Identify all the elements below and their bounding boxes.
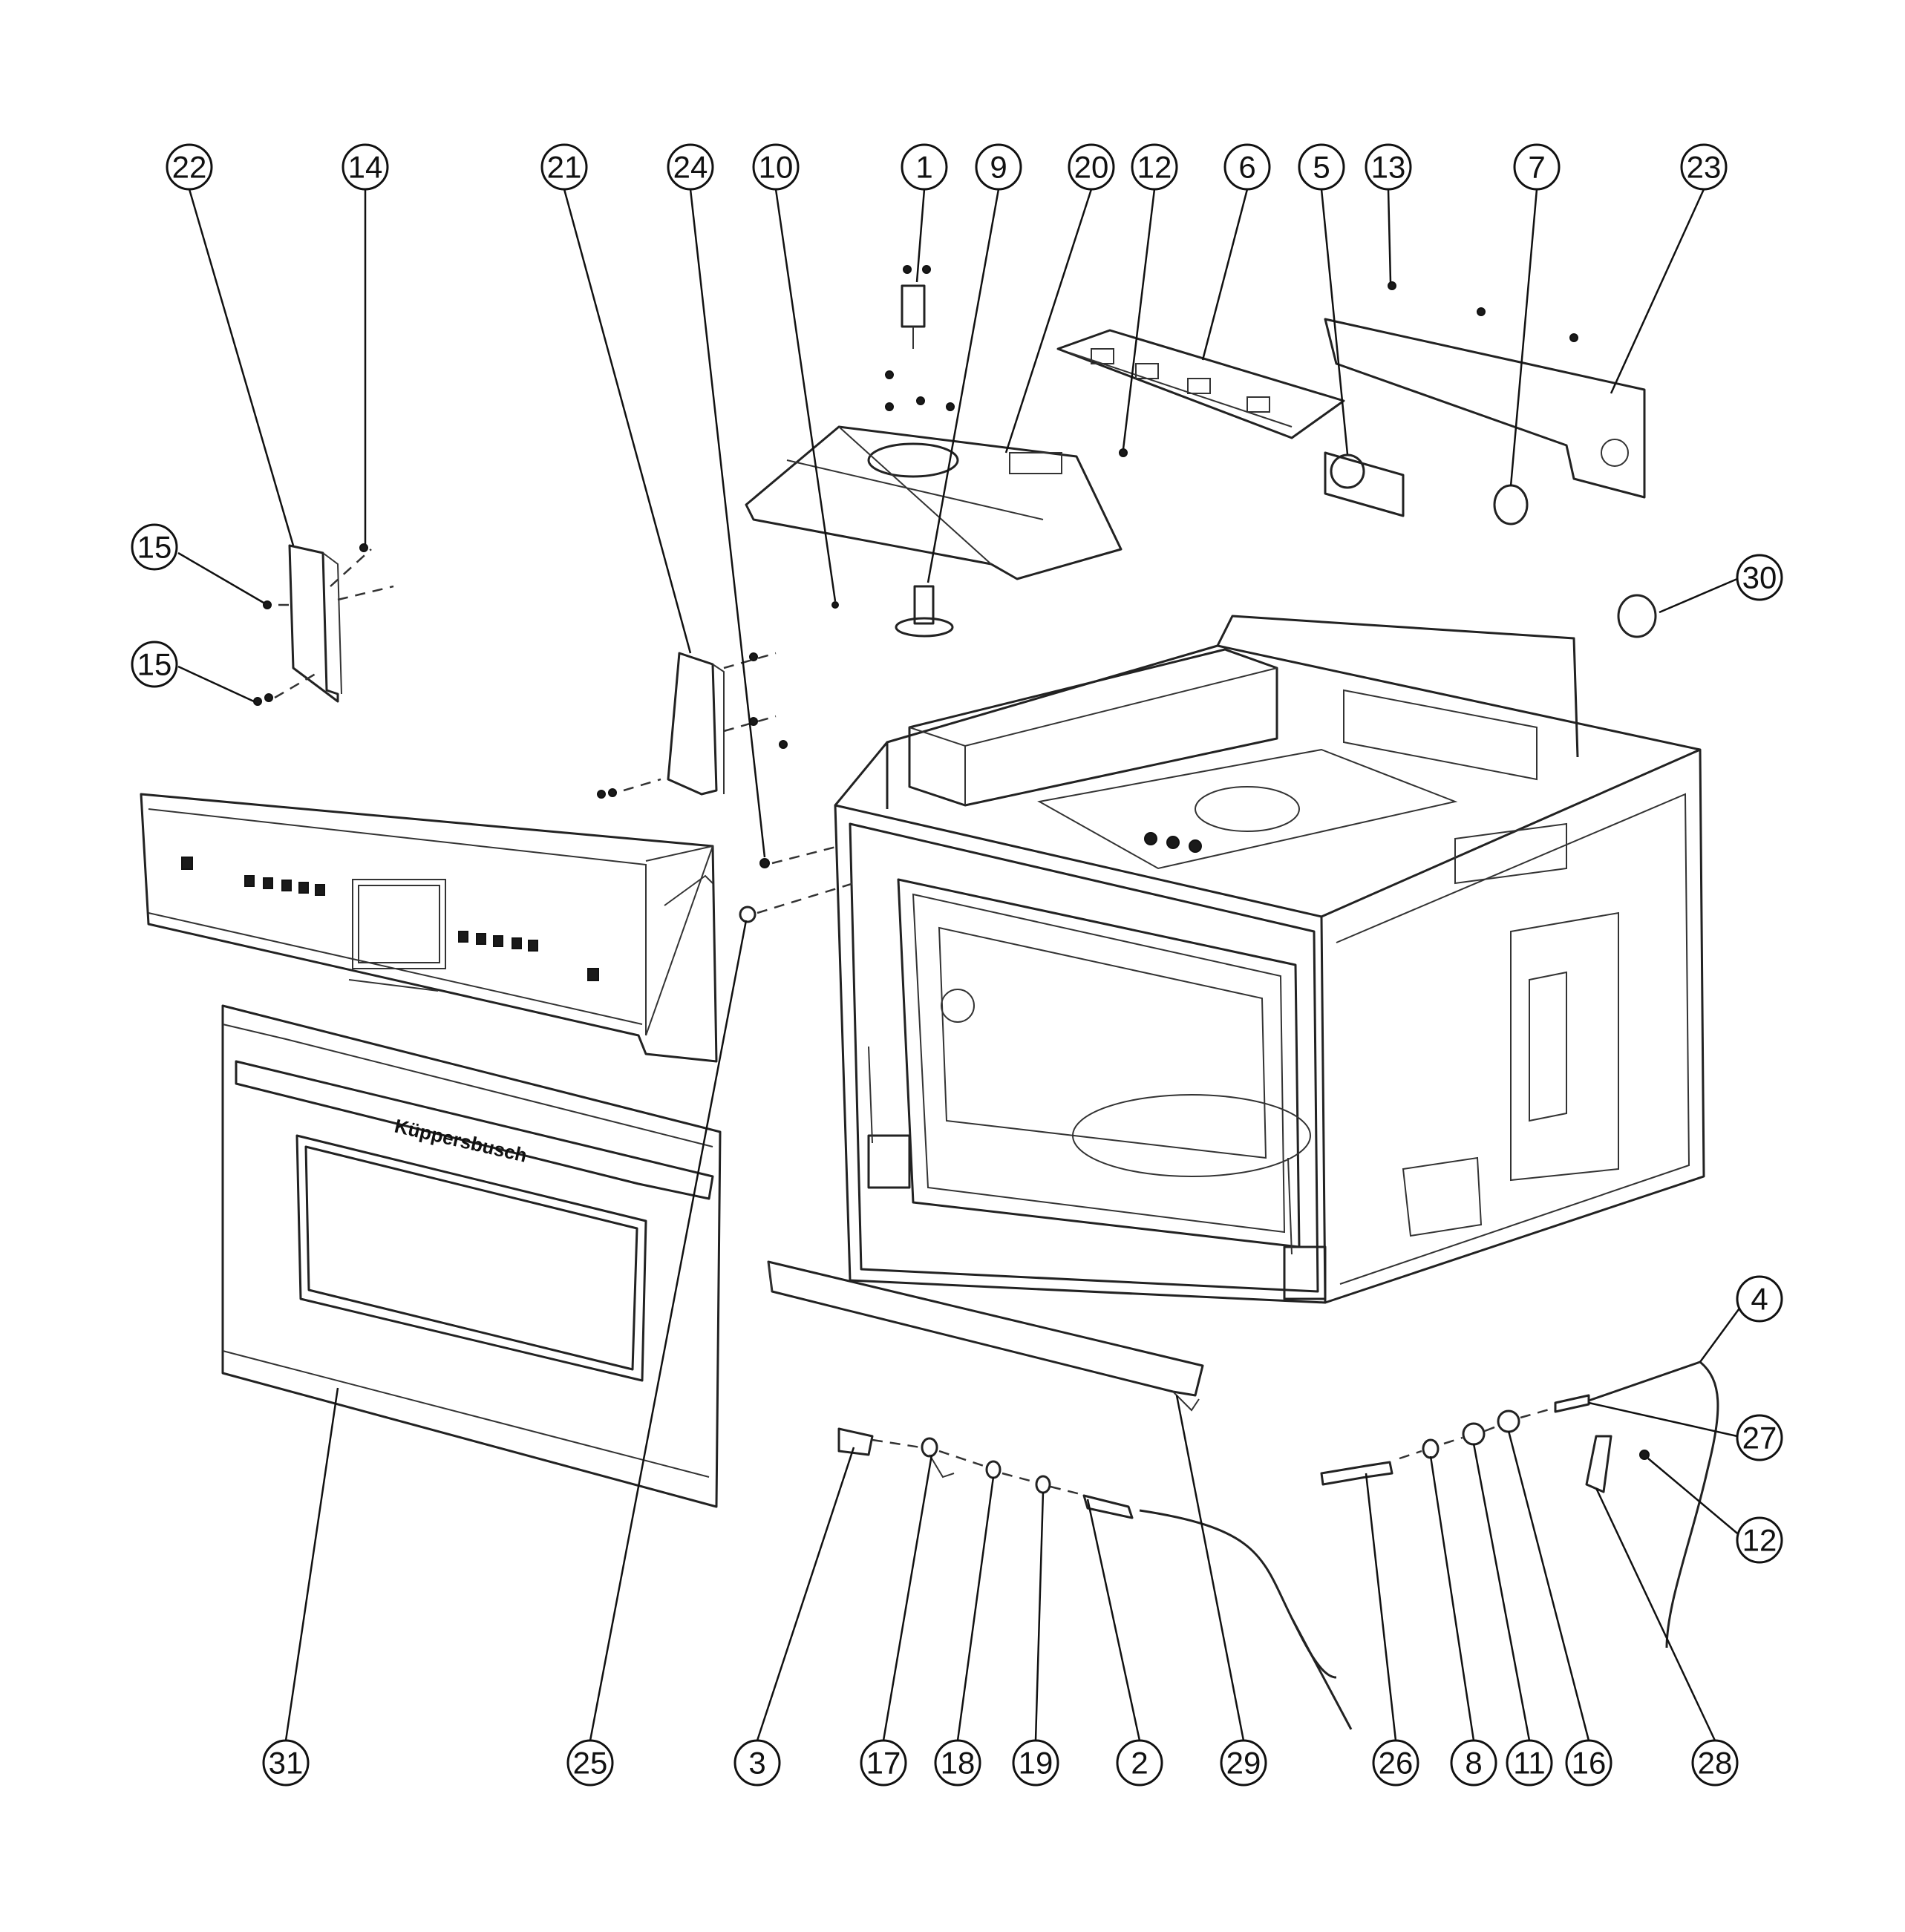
callout-19: 19 [1012,1739,1059,1787]
callout-11: 11 [1506,1739,1553,1787]
callout-label: 11 [1513,1746,1546,1781]
callout-31: 31 [262,1739,310,1787]
callout-label: 25 [573,1746,608,1781]
oven-door: Küppersbusch [221,1004,722,1508]
callout-label: 26 [1379,1746,1414,1781]
callout-27: 27 [1736,1414,1783,1461]
callout-label: 16 [1572,1746,1607,1781]
callout-1: 1 [901,143,948,191]
callout-14: 14 [342,143,389,191]
callout-label: 6 [1238,150,1255,185]
callout-label: 10 [759,150,794,185]
callout-6: 6 [1223,143,1271,191]
callout-label: 7 [1528,150,1545,185]
callout-label: 17 [866,1746,901,1781]
callout-12-top: 12 [1131,143,1178,191]
callout-label: 12 [1137,150,1172,185]
callout-7: 7 [1513,143,1561,191]
drip-tray [767,1260,1204,1412]
callout-label: 31 [269,1746,304,1781]
callout-label: 30 [1742,560,1777,595]
callout-18: 18 [934,1739,981,1787]
callout-10: 10 [752,143,800,191]
brand-logo-text: Küppersbusch [393,1115,529,1167]
callout-5: 5 [1298,143,1345,191]
callout-16: 16 [1565,1739,1612,1787]
oven-body [834,615,1705,1304]
callout-2: 2 [1116,1739,1163,1787]
callout-4: 4 [1736,1275,1783,1323]
callout-label: 5 [1313,150,1330,185]
callout-label: 27 [1742,1421,1777,1455]
callout-label: 12 [1742,1523,1777,1558]
callout-label: 28 [1698,1746,1733,1781]
callout-30: 30 [1736,554,1783,601]
callout-label: 13 [1371,150,1406,185]
callout-label: 20 [1074,150,1109,185]
callout-12-right: 12 [1736,1516,1783,1564]
hinge-brackets [253,543,855,923]
callout-label: 23 [1687,150,1722,185]
callout-label: 9 [990,150,1007,185]
callout-label: 21 [547,150,582,185]
callout-15-upper: 15 [131,523,178,571]
callout-label: 15 [137,530,172,565]
callout-29: 29 [1220,1739,1267,1787]
callout-8: 8 [1450,1739,1497,1787]
callout-label: 18 [941,1746,976,1781]
parts-top [831,265,1657,638]
callout-label: 4 [1751,1282,1768,1317]
callout-label: 3 [748,1746,765,1781]
callout-3: 3 [733,1739,781,1787]
callout-17: 17 [860,1739,907,1787]
top-cover [745,425,1123,580]
callout-20: 20 [1068,143,1115,191]
callout-label: 24 [673,150,708,185]
probe-parts [837,1360,1719,1730]
callout-label: 1 [915,150,932,185]
callout-label: 14 [348,150,383,185]
callout-22: 22 [166,143,213,191]
callout-26: 26 [1372,1739,1419,1787]
callout-21: 21 [540,143,588,191]
callout-label: 2 [1131,1746,1148,1781]
callout-label: 8 [1465,1746,1482,1781]
callout-label: 22 [172,150,207,185]
control-panel [140,793,718,1063]
callout-25: 25 [566,1739,614,1787]
callout-label: 29 [1226,1746,1261,1781]
callout-15-lower: 15 [131,641,178,688]
callout-9: 9 [975,143,1022,191]
callout-28: 28 [1691,1739,1739,1787]
leader-lines [177,189,1742,1741]
callout-13: 13 [1365,143,1412,191]
callout-23: 23 [1680,143,1728,191]
callout-label: 15 [137,647,172,682]
callout-24: 24 [667,143,714,191]
callout-label: 19 [1019,1746,1053,1781]
